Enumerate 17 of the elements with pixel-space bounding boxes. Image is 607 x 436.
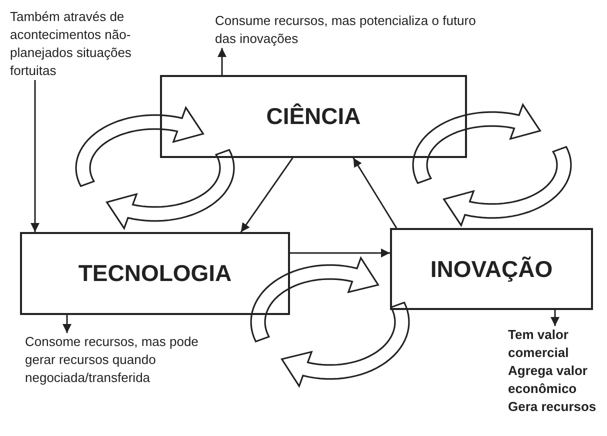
concept-title: INOVAÇÃO [430,256,553,282]
arrow [352,157,398,228]
concept-box [160,75,467,158]
note-text: Consume recursos, mas potencializa o futuro das inovações [215,12,477,48]
arrow [30,80,40,232]
concept-title: CIÊNCIA [266,103,361,130]
note-text: Tem valor comercial Agrega valor econômico Gera recursos [508,326,598,416]
note-text: Também através de acontecimentos não-planejados situações fortuitas [10,8,132,80]
note-text: Consome recursos, mas pode gerar recursos quando negociada/transferida [25,333,200,387]
concept-box [20,232,290,315]
arrow [290,248,390,258]
arrow [550,310,560,326]
arrow [240,158,294,233]
arrow [218,48,226,75]
arrow [62,314,72,334]
concept-title: TECNOLOGIA [78,260,232,287]
concept-box [390,228,593,310]
